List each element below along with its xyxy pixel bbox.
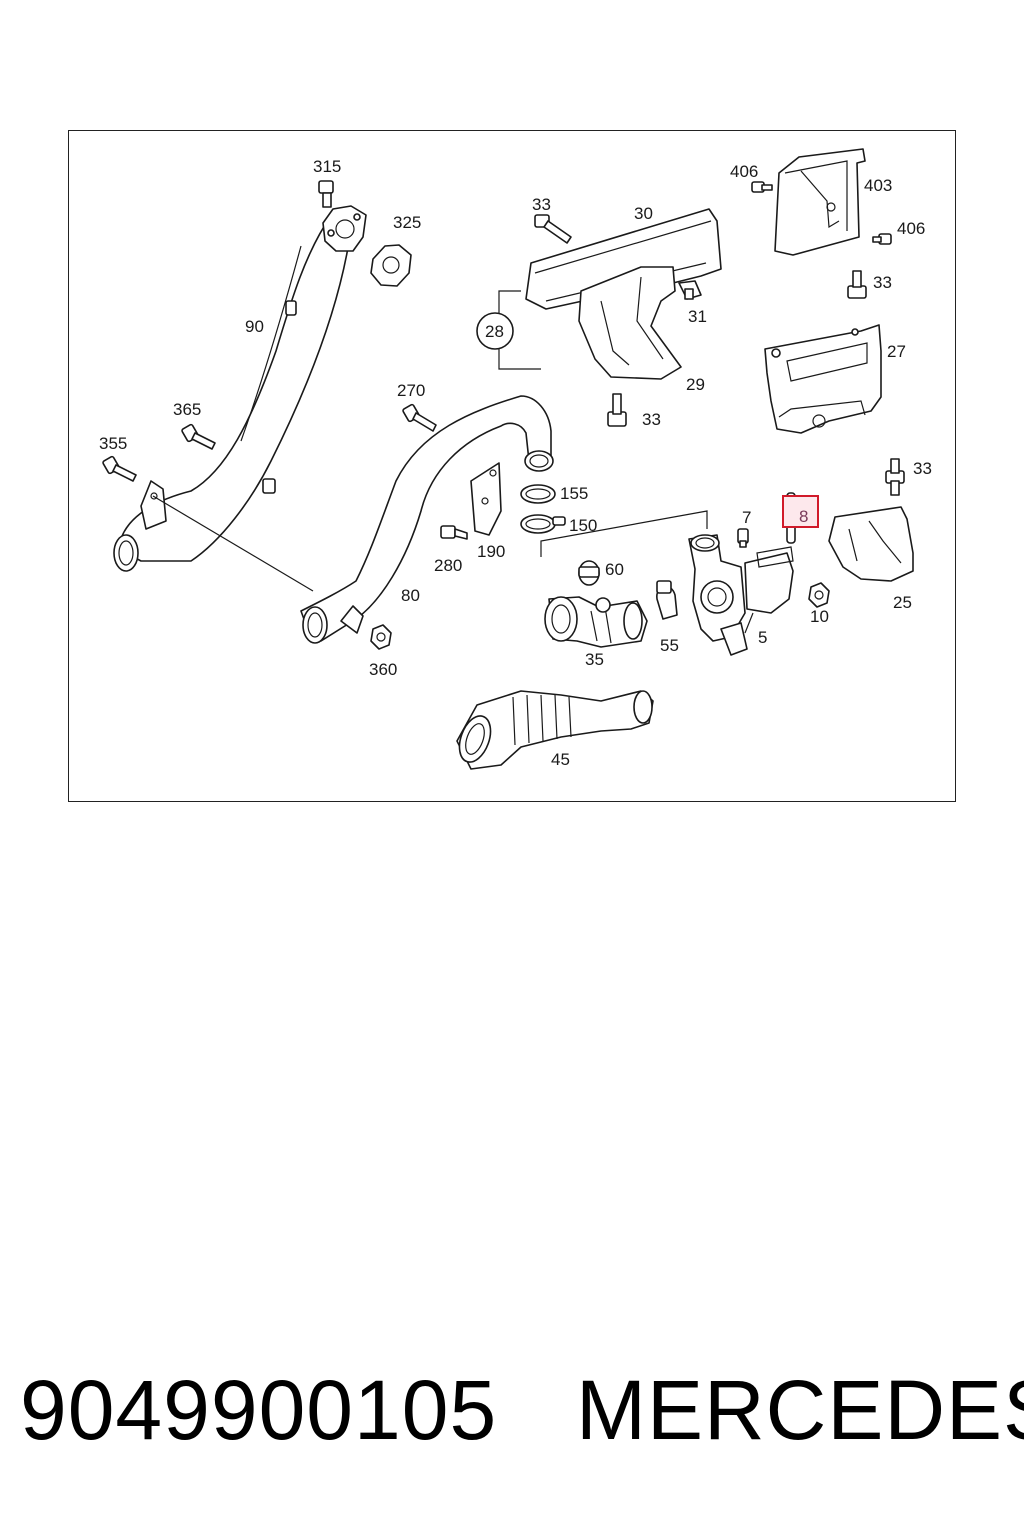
parts-diagram-frame: 315 325 90 365 355 270 80 360 280 190 15… — [68, 130, 956, 802]
callout-360: 360 — [369, 660, 397, 679]
callout-280: 280 — [434, 556, 462, 575]
leader-90-80 — [152, 495, 314, 592]
bolt-31[interactable] — [678, 280, 702, 300]
exhaust-pipe-80[interactable] — [300, 395, 554, 644]
callout-33-top: 33 — [532, 195, 551, 214]
bolt-33-mid[interactable] — [607, 393, 627, 427]
part-number: 9049900105 — [20, 1363, 498, 1457]
callout-5: 5 — [758, 628, 767, 647]
callout-315: 315 — [313, 157, 341, 176]
callout-30: 30 — [634, 204, 653, 223]
callout-25: 25 — [893, 593, 912, 612]
intake-hose-45[interactable] — [454, 690, 654, 770]
callout-60: 60 — [605, 560, 624, 579]
bolt-280[interactable] — [440, 525, 468, 540]
hose-35[interactable] — [544, 596, 648, 648]
callout-403: 403 — [864, 176, 892, 195]
callout-8[interactable]: 8 — [799, 507, 808, 526]
callout-33-right-mid: 33 — [913, 459, 932, 478]
bolt-355[interactable] — [102, 455, 137, 482]
heat-shield-25[interactable] — [828, 506, 914, 582]
callout-406-right: 406 — [897, 219, 925, 238]
callout-80: 80 — [401, 586, 420, 605]
callout-35: 35 — [585, 650, 604, 669]
callout-365: 365 — [173, 400, 201, 419]
bolt-33-right-top[interactable] — [847, 270, 867, 299]
exhaust-pipe-90[interactable] — [113, 215, 352, 572]
clamp-150[interactable] — [520, 514, 566, 534]
callout-355: 355 — [99, 434, 127, 453]
brand-name: MERCEDES — [576, 1363, 1024, 1457]
highlight-box-8 — [782, 495, 819, 528]
callout-31: 31 — [688, 307, 707, 326]
turbocharger-5[interactable] — [688, 534, 794, 656]
callout-406-left: 406 — [730, 162, 758, 181]
callout-7: 7 — [742, 508, 751, 527]
callout-55: 55 — [660, 636, 679, 655]
flange-315[interactable] — [322, 205, 367, 252]
clamp-60[interactable] — [578, 560, 600, 586]
bracket-190[interactable] — [470, 462, 502, 536]
bolt-33-top[interactable] — [534, 214, 572, 244]
exploded-parts-diagram: 315 325 90 365 355 270 80 360 280 190 15… — [99, 148, 932, 770]
bolt-33-right-mid[interactable] — [885, 458, 905, 496]
callout-90: 90 — [245, 317, 264, 336]
gasket-325[interactable] — [370, 244, 412, 287]
callout-33-right-top: 33 — [873, 273, 892, 292]
stud-7[interactable] — [737, 528, 749, 548]
bolt-270[interactable] — [402, 403, 437, 432]
bolt-406-right[interactable] — [872, 233, 892, 245]
clamp-55[interactable] — [656, 580, 678, 620]
nut-10[interactable] — [808, 582, 830, 608]
heat-shield-29[interactable] — [578, 266, 682, 380]
callout-10: 10 — [810, 607, 829, 626]
callout-45: 45 — [551, 750, 570, 769]
callout-190: 190 — [477, 542, 505, 561]
bolt-406-left[interactable] — [751, 181, 773, 193]
bolt-315[interactable] — [318, 180, 334, 208]
heat-shield-27[interactable] — [764, 324, 882, 434]
bracket-403[interactable] — [774, 148, 866, 256]
callout-150: 150 — [569, 516, 597, 535]
callout-270: 270 — [397, 381, 425, 400]
callout-circle-28 — [476, 312, 514, 350]
leader-group-150-5 — [540, 510, 708, 557]
seal-ring-155[interactable] — [520, 484, 556, 504]
bolt-365[interactable] — [181, 423, 216, 450]
callout-27: 27 — [887, 342, 906, 361]
callout-33-mid: 33 — [642, 410, 661, 429]
callout-325: 325 — [393, 213, 421, 232]
callout-29: 29 — [686, 375, 705, 394]
nut-360[interactable] — [370, 624, 392, 650]
callout-155: 155 — [560, 484, 588, 503]
callout-28: 28 — [485, 322, 504, 341]
